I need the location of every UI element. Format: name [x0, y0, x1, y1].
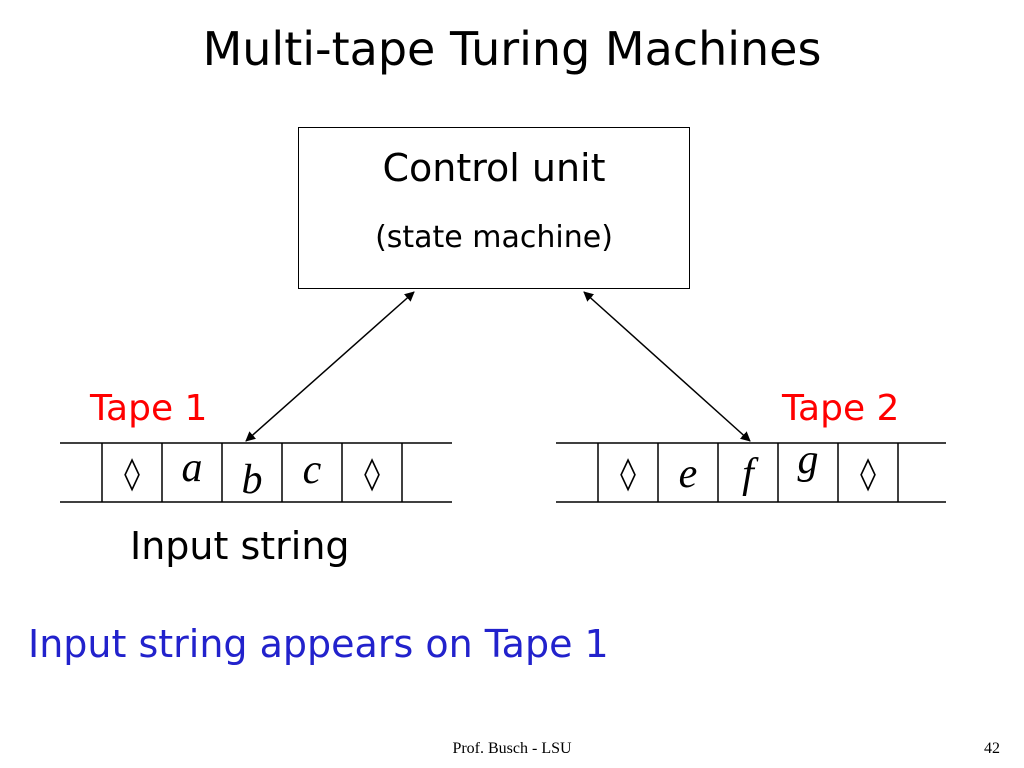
tape-2-cell: g: [797, 437, 819, 483]
tape-1-cell: c: [302, 447, 322, 493]
tape-1-cell: b: [241, 457, 263, 503]
tape-2-cell: ◊: [620, 454, 636, 492]
tape-2-cell: e: [678, 451, 698, 497]
tape-1-cell: a: [181, 445, 203, 491]
tape-1-grid: [60, 442, 452, 503]
control-unit-label: Control unit: [382, 146, 606, 190]
tape-1-cell: [402, 445, 452, 501]
state-machine-label: (state machine): [375, 220, 613, 255]
page-number: 42: [984, 740, 1000, 757]
footer-author: Prof. Busch - LSU: [452, 740, 572, 757]
caption-text: Input string appears on Tape 1: [28, 622, 609, 666]
tape-1-head-arrow: [245, 291, 415, 442]
tape-2-grid: [556, 442, 946, 503]
tape-2-cell: [898, 445, 946, 501]
input-string-label: Input string: [130, 524, 350, 568]
slide-title: Multi-tape Turing Machines: [202, 22, 822, 76]
tape-2-head-arrow: [583, 291, 751, 442]
tape-1-label: Tape 1: [90, 388, 208, 429]
tape-2-label: Tape 2: [782, 388, 900, 429]
tape-2-cell: f: [742, 451, 754, 497]
tape-1-cell: ◊: [364, 454, 380, 492]
tape-1-cell: ◊: [124, 454, 140, 492]
tape-2-cell: ◊: [860, 454, 876, 492]
control-unit-box: Control unit (state machine): [298, 127, 690, 289]
